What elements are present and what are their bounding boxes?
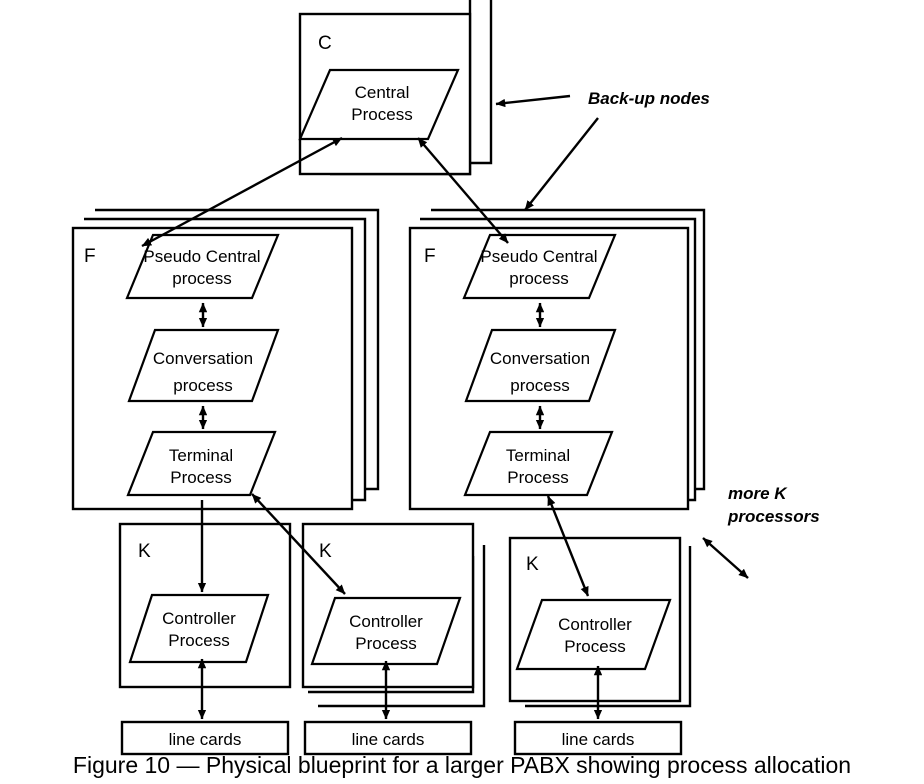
f-node-right-conversation-shape[interactable]: [464, 328, 617, 403]
f-node-right-pseudo-central-line2: process: [509, 269, 569, 288]
k-node-3-line-cards-box[interactable]: [513, 720, 683, 756]
f-node-right-pseudo-central-line1: Pseudo Central: [480, 247, 597, 266]
link-f-left-terminal-to-k2: [251, 493, 346, 595]
backup-nodes-label: Back-up nodes: [588, 89, 710, 108]
k-node-2-tag: K: [319, 541, 332, 562]
f-node-right-terminal-shape[interactable]: [463, 430, 614, 497]
k-node-1-controller-line2: Process: [168, 631, 229, 650]
backup-nodes-annotation: [495, 94, 599, 211]
k-node-3-controller-line1: Controller: [558, 615, 632, 634]
central-node-tag: C: [318, 33, 332, 54]
f-node-left-conversation-line1: Conversation: [153, 349, 253, 368]
f-node-right-terminal-line1: Terminal: [506, 446, 570, 465]
k-node-2-line-cards-label: line cards: [352, 730, 425, 749]
figure-caption: Figure 10 — Physical blueprint for a lar…: [72, 752, 852, 778]
k-node-1-tag: K: [138, 541, 151, 562]
f-node-left-terminal-shape[interactable]: [126, 430, 277, 497]
f-node-left-conversation-line2: process: [173, 376, 233, 395]
f-node-right-conversation-line2: process: [510, 376, 570, 395]
k-node-3-tag: K: [526, 554, 539, 575]
k-node-1-controller-line1: Controller: [162, 609, 236, 628]
k-node-3-line-cards-label: line cards: [562, 730, 635, 749]
k-node-1-line-cards-label: line cards: [169, 730, 242, 749]
f-node-right-conversation-line1: Conversation: [490, 349, 590, 368]
k-node-3-controller-shape[interactable]: [515, 598, 672, 671]
f-node-left-tag: F: [84, 246, 96, 267]
link-f-right-terminal-to-k3: [546, 495, 590, 597]
central-process-label-line1: Central: [355, 83, 410, 102]
f-node-left-terminal-line2: Process: [170, 468, 231, 487]
link-central-to-f-left: [141, 136, 343, 248]
link-central-to-f-right: [417, 137, 509, 244]
f-node-left-pseudo-central-line1: Pseudo Central: [143, 247, 260, 266]
more-k-processors-label-line1: more K: [728, 484, 788, 503]
k-node-2-controller-shape[interactable]: [310, 596, 462, 666]
f-node-right-terminal-line2: Process: [507, 468, 568, 487]
k-node-3-controller-line2: Process: [564, 637, 625, 656]
f-node-left-conversation-shape[interactable]: [127, 328, 280, 403]
k-node-2-line-cards-box[interactable]: [303, 720, 473, 756]
f-node-right-pseudo-central-shape[interactable]: [462, 233, 617, 300]
f-node-left-pseudo-central-shape[interactable]: [125, 233, 280, 300]
k-node-1-controller-shape[interactable]: [128, 593, 270, 664]
more-k-processors-arrow: [702, 537, 749, 579]
f-node-left-terminal-line1: Terminal: [169, 446, 233, 465]
central-process-label-line2: Process: [351, 105, 412, 124]
k-node-2-controller-line1: Controller: [349, 612, 423, 631]
k-node-2-controller-line2: Process: [355, 634, 416, 653]
k-node-1-line-cards-box[interactable]: [120, 720, 290, 756]
more-k-processors-label-line2: processors: [727, 507, 820, 526]
f-node-right-tag: F: [424, 246, 436, 267]
f-node-left-pseudo-central-line2: process: [172, 269, 232, 288]
